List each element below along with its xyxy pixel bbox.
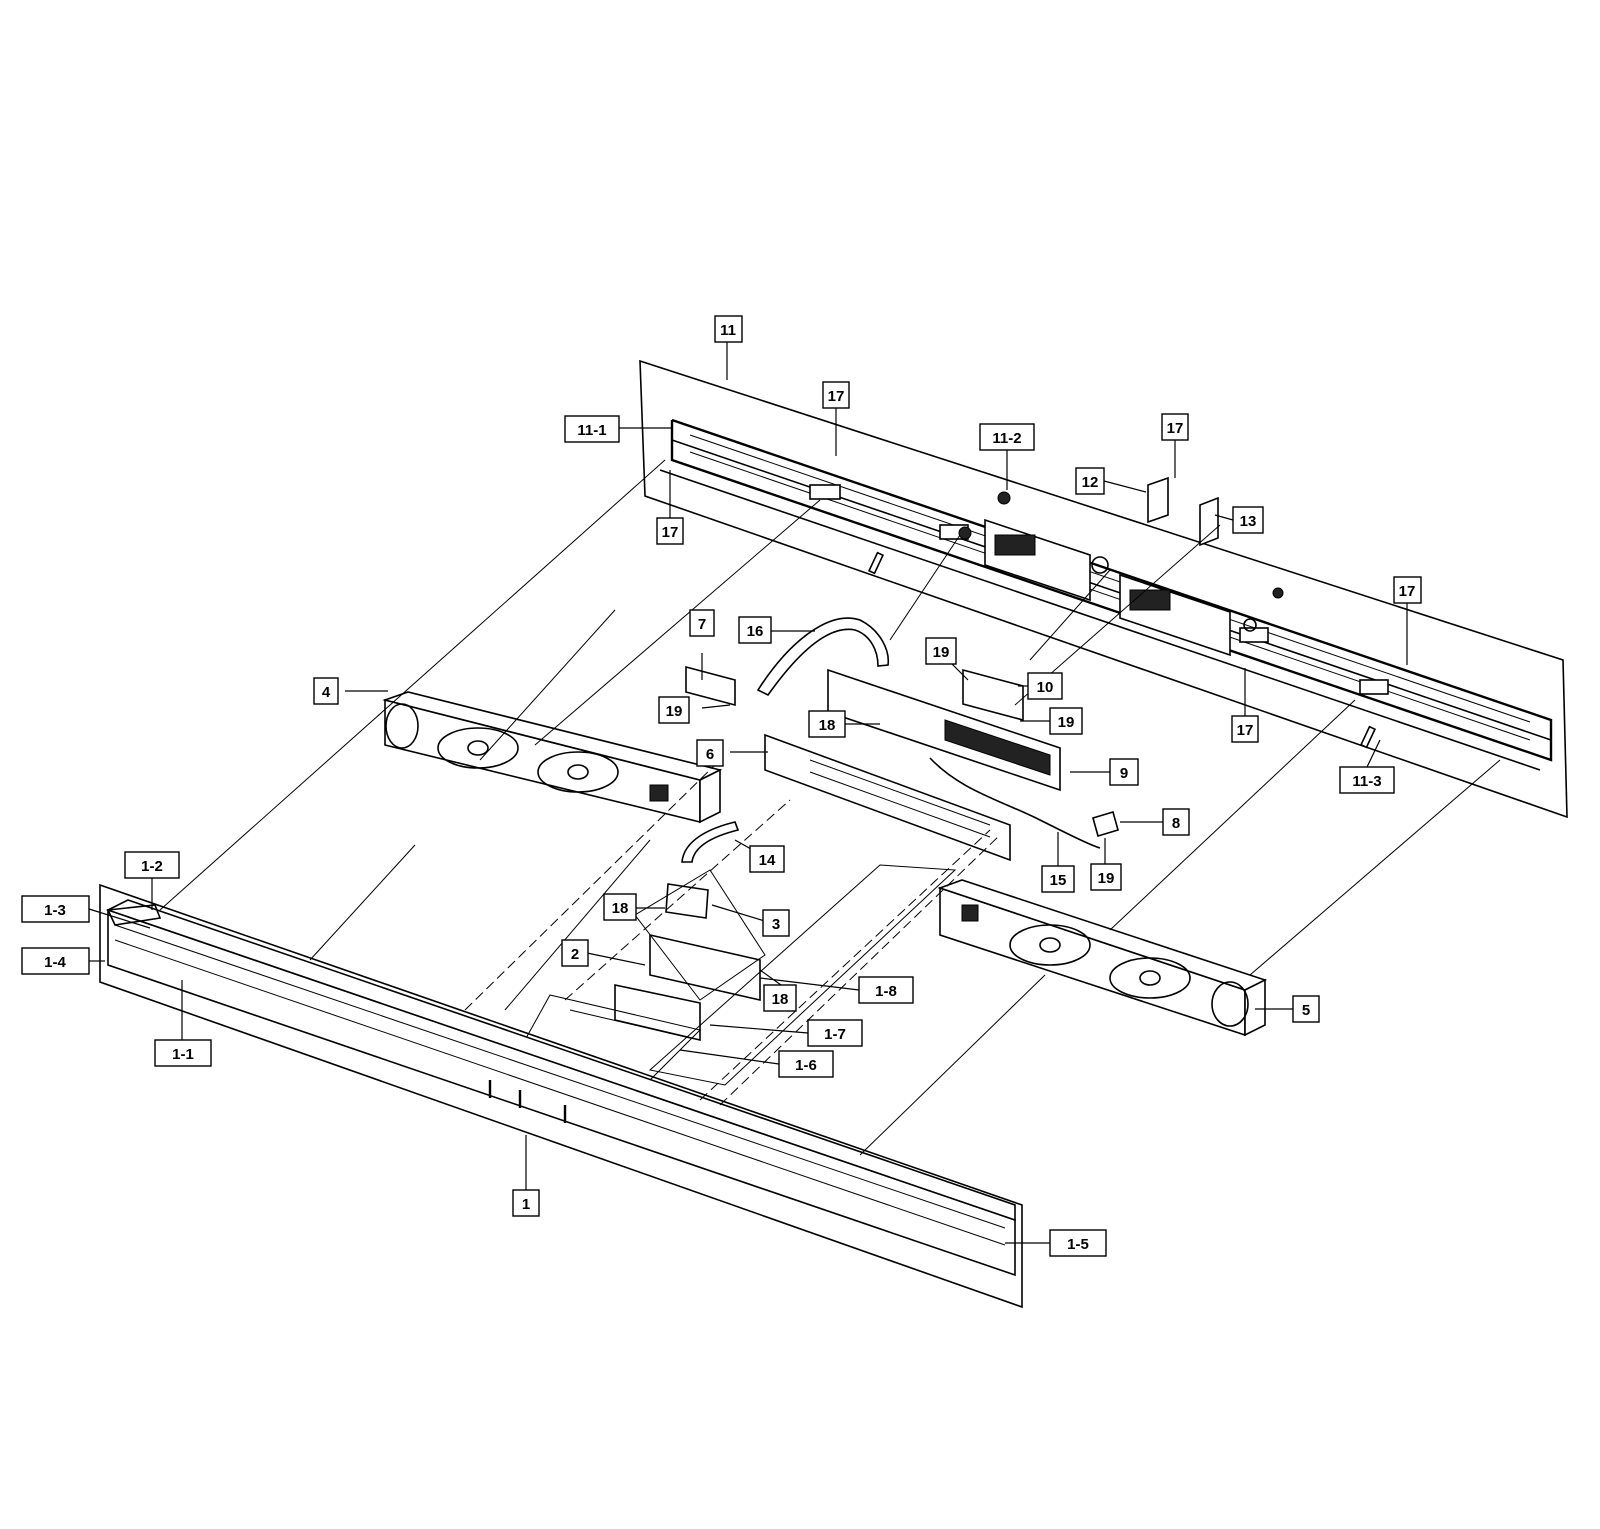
right-speaker-assembly	[937, 879, 1268, 1037]
callout-11-1: 11-1	[564, 415, 620, 443]
callout-5-text: 5	[1302, 1002, 1310, 1019]
callout-17-d-text: 17	[1399, 583, 1416, 600]
callout-11-3-text: 11-3	[1352, 773, 1381, 790]
callout-18-b: 18	[603, 893, 637, 921]
callout-7: 7	[689, 609, 715, 637]
callout-11: 11	[714, 315, 743, 343]
callout-11-2: 11-2	[979, 423, 1035, 451]
cable-14	[681, 821, 740, 863]
callout-17-c: 17	[1161, 413, 1189, 441]
part-10-board	[962, 668, 1024, 722]
callout-18-c: 18	[763, 984, 797, 1012]
callout-18-a-text: 18	[819, 717, 836, 734]
callout-19-c: 19	[1049, 707, 1083, 735]
front-cabinet-assembly	[99, 883, 1023, 1309]
callout-13-text: 13	[1240, 513, 1257, 530]
callout-18-b-text: 18	[612, 900, 629, 917]
callout-14: 14	[749, 845, 785, 873]
callout-6: 6	[696, 739, 724, 767]
part-12-bracket	[1147, 476, 1169, 524]
callout-2-text: 2	[571, 946, 579, 963]
callout-1-6-text: 1-6	[795, 1057, 817, 1074]
callout-10: 10	[1027, 672, 1063, 700]
callout-leaders	[88, 342, 1408, 1244]
part-8-board	[1092, 810, 1119, 838]
back-cover-assembly	[639, 359, 1568, 819]
callout-3: 3	[762, 909, 790, 937]
callout-17-e-text: 17	[1237, 722, 1254, 739]
callout-1-5: 1-5	[1049, 1229, 1107, 1257]
callout-8-text: 8	[1172, 815, 1180, 832]
callout-1-5-text: 1-5	[1067, 1236, 1089, 1253]
callout-16: 16	[738, 616, 772, 644]
callout-18-a: 18	[808, 710, 846, 738]
callout-17-e: 17	[1231, 715, 1259, 743]
callout-17-b: 17	[656, 517, 684, 545]
part-3-board	[665, 883, 709, 919]
callout-1-2-text: 1-2	[141, 858, 163, 875]
callout-1-2: 1-2	[124, 851, 180, 879]
callout-1-1-text: 1-1	[172, 1046, 194, 1063]
callout-17-b-text: 17	[662, 524, 679, 541]
callout-1: 1	[512, 1189, 540, 1217]
callout-1-4: 1-4	[21, 947, 90, 975]
callout-12-text: 12	[1082, 474, 1099, 491]
callout-1-3: 1-3	[21, 895, 90, 923]
callout-8: 8	[1162, 808, 1190, 836]
callout-11-3: 11-3	[1339, 766, 1395, 794]
cable-16	[756, 617, 889, 697]
callout-1-8: 1-8	[858, 976, 914, 1004]
callout-6-text: 6	[706, 746, 714, 763]
callout-19-d-text: 19	[1098, 870, 1115, 887]
part-13-bracket	[1199, 496, 1219, 547]
callout-1-7: 1-7	[807, 1019, 863, 1047]
callout-1-6: 1-6	[778, 1050, 834, 1078]
callout-1-4-text: 1-4	[44, 954, 66, 971]
main-pcb-assembly	[764, 668, 1061, 862]
callout-1-1: 1-1	[154, 1039, 212, 1067]
callout-9: 9	[1109, 758, 1139, 786]
cable-15	[929, 757, 1101, 849]
callout-10-text: 10	[1037, 679, 1054, 696]
callout-13: 13	[1232, 506, 1264, 534]
callout-19-b-text: 19	[933, 644, 950, 661]
part-7-board	[685, 665, 736, 707]
callout-4-text: 4	[322, 684, 331, 701]
callout-1-7-text: 1-7	[824, 1026, 846, 1043]
callout-7-text: 7	[698, 616, 706, 633]
left-speaker-assembly	[382, 691, 723, 824]
callout-17-d: 17	[1393, 576, 1422, 604]
callout-1-8-text: 1-8	[875, 983, 897, 1000]
callout-5: 5	[1292, 995, 1320, 1023]
callout-15: 15	[1041, 865, 1075, 893]
callout-16-text: 16	[747, 623, 764, 640]
callout-11-1-text: 11-1	[577, 422, 606, 439]
callout-19-c-text: 19	[1058, 714, 1075, 731]
callout-1-text: 1	[522, 1196, 530, 1213]
callout-2: 2	[561, 939, 589, 967]
callout-18-c-text: 18	[772, 991, 789, 1008]
callout-12: 12	[1075, 467, 1105, 495]
callout-11-2-text: 11-2	[992, 430, 1021, 447]
callout-14-text: 14	[759, 852, 776, 869]
callout-9-text: 9	[1120, 765, 1128, 782]
callout-15-text: 15	[1050, 872, 1067, 889]
callout-19-b: 19	[925, 637, 957, 665]
callout-17-a-text: 17	[828, 388, 845, 405]
callout-11-text: 11	[720, 322, 736, 339]
callout-17-a: 17	[822, 381, 850, 409]
callout-3-text: 3	[772, 916, 780, 933]
callout-17-c-text: 17	[1167, 420, 1184, 437]
callout-1-3-text: 1-3	[44, 902, 66, 919]
callout-19-d: 19	[1090, 863, 1122, 891]
callout-19-a: 19	[658, 696, 690, 724]
callout-4: 4	[313, 677, 339, 705]
callout-19-a-text: 19	[666, 703, 683, 720]
